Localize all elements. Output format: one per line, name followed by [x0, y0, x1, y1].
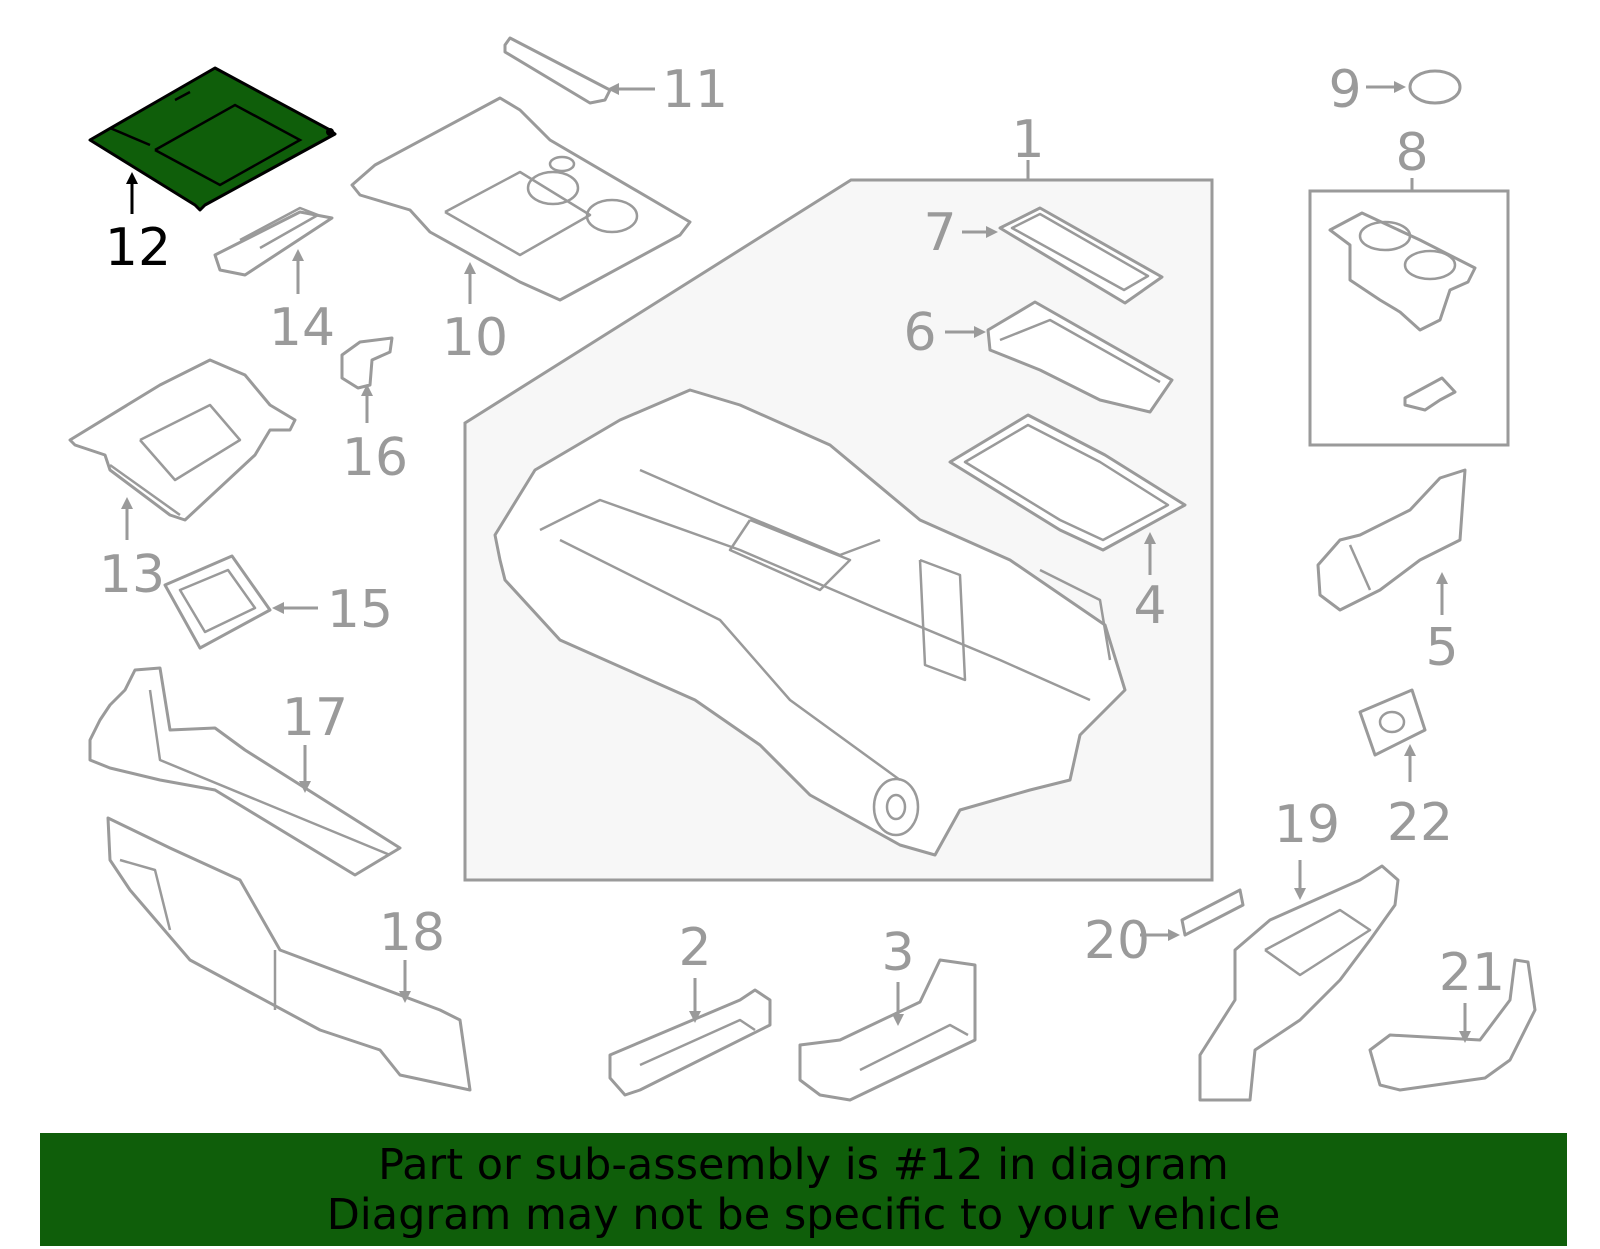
arrow-11 — [607, 83, 619, 95]
arrow-20 — [1168, 929, 1180, 941]
callout-12: 12 — [105, 218, 171, 278]
footer-banner: Part or sub-assembly is #12 in diagram D… — [40, 1133, 1567, 1246]
part-15[interactable] — [163, 554, 272, 650]
arrow-22 — [1404, 744, 1416, 756]
arrow-6 — [974, 326, 986, 338]
part-3[interactable] — [798, 958, 977, 1102]
callout-18: 18 — [379, 903, 445, 963]
footer-line-disclaimer: Diagram may not be specific to your vehi… — [326, 1189, 1281, 1240]
callout-1: 1 — [1011, 110, 1044, 170]
arrow-9 — [1394, 81, 1406, 93]
callout-14: 14 — [269, 298, 335, 358]
arrow-17 — [299, 781, 311, 793]
arrow-7 — [986, 226, 998, 238]
arrow-4 — [1144, 532, 1156, 544]
part-10[interactable] — [350, 96, 692, 302]
footer-line-part-info: Part or sub-assembly is #12 in diagram — [378, 1139, 1229, 1190]
part-17[interactable] — [88, 666, 402, 877]
callout-11: 11 — [662, 60, 728, 120]
part-5[interactable] — [1316, 468, 1467, 612]
arrow-15 — [272, 602, 284, 614]
arrow-5 — [1436, 572, 1448, 584]
callout-22: 22 — [1387, 793, 1453, 853]
callout-17: 17 — [282, 688, 348, 748]
part-8-cupholder[interactable] — [1328, 211, 1477, 412]
callout-2: 2 — [678, 918, 711, 978]
arrow-21 — [1459, 1031, 1471, 1043]
callout-4: 4 — [1133, 576, 1166, 636]
arrow-2 — [689, 1011, 701, 1023]
part-18[interactable] — [106, 816, 472, 1092]
callout-16: 16 — [342, 428, 408, 488]
arrow-16 — [361, 384, 373, 396]
part-14[interactable] — [213, 206, 334, 277]
callout-21: 21 — [1439, 943, 1505, 1003]
arrow-10 — [464, 262, 476, 274]
part-20[interactable] — [1180, 888, 1245, 937]
part-6[interactable] — [986, 300, 1174, 414]
part-12-tray[interactable] — [88, 66, 337, 212]
arrow-18 — [399, 991, 411, 1003]
part-13[interactable] — [68, 358, 297, 522]
arrow-13 — [121, 497, 133, 509]
arrow-19 — [1294, 888, 1306, 900]
arrow-14 — [292, 249, 304, 261]
callout-7: 7 — [923, 203, 956, 263]
part-22[interactable] — [1358, 688, 1427, 757]
part-1-console[interactable] — [493, 388, 1127, 857]
part-11[interactable] — [503, 36, 612, 105]
callout-8: 8 — [1395, 123, 1428, 183]
arrow-3 — [892, 1014, 904, 1026]
part-19[interactable] — [1198, 864, 1400, 1102]
callout-9: 9 — [1328, 60, 1361, 120]
callout-15: 15 — [327, 580, 393, 640]
callout-10: 10 — [442, 308, 508, 368]
part-7[interactable] — [998, 206, 1164, 305]
arrow-12 — [126, 172, 138, 184]
part-9-oring[interactable] — [1408, 69, 1462, 105]
part-16[interactable] — [340, 336, 394, 390]
callout-6: 6 — [903, 303, 936, 363]
callout-19: 19 — [1274, 795, 1340, 855]
part-4[interactable] — [948, 413, 1187, 552]
callout-3: 3 — [881, 923, 914, 983]
part-2[interactable] — [608, 988, 772, 1097]
callout-5: 5 — [1425, 618, 1458, 678]
callout-20: 20 — [1084, 911, 1150, 971]
callout-13: 13 — [99, 545, 165, 605]
